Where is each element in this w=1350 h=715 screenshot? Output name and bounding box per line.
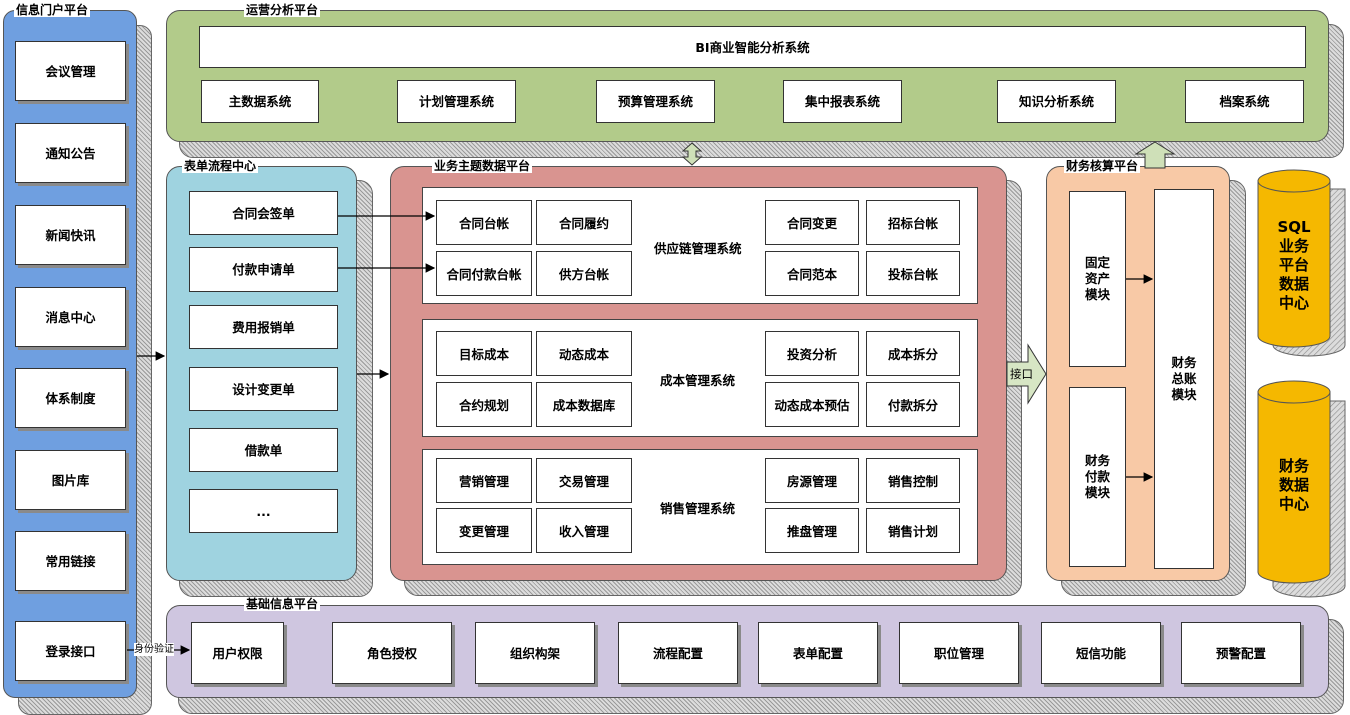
ops-biz-double-arrow [681, 142, 703, 166]
supply-left-cell[interactable]: 合同履约 [536, 200, 632, 245]
supply-left-cell[interactable]: 合同付款台帐 [436, 251, 532, 296]
portal-item[interactable]: 图片库 [15, 450, 126, 510]
cost-right-cell[interactable]: 付款拆分 [866, 382, 960, 427]
supply-left-cell[interactable]: 合同台帐 [436, 200, 532, 245]
cost-right-cell[interactable]: 成本拆分 [866, 331, 960, 376]
sales-left-cell[interactable]: 变更管理 [436, 508, 532, 553]
sales-right-cell[interactable]: 销售控制 [866, 458, 960, 503]
base-config-box[interactable]: 表单配置 [758, 622, 878, 684]
interface-arrow [1006, 343, 1047, 405]
sales-right-cell[interactable]: 房源管理 [765, 458, 859, 503]
finance-payment-module[interactable]: 财务 付款 模块 [1069, 387, 1126, 567]
sql-database-cylinder [1257, 180, 1331, 348]
cost-left-cell[interactable]: 动态成本 [536, 331, 632, 376]
interface-label: 接口 [1010, 367, 1033, 381]
form-item[interactable]: ... [189, 489, 338, 533]
supply-right-cell[interactable]: 合同范本 [765, 251, 859, 296]
portal-item[interactable]: 常用链接 [15, 531, 126, 591]
base-config-box[interactable]: 职位管理 [899, 622, 1019, 684]
base-config-box[interactable]: 组织构架 [475, 622, 595, 684]
bi-system-box[interactable]: BI商业智能分析系统 [199, 26, 1306, 68]
finance-database-cylinder [1257, 391, 1331, 584]
supply-left-cell[interactable]: 供方台帐 [536, 251, 632, 296]
base-config-box[interactable]: 预警配置 [1181, 622, 1301, 684]
base-config-box[interactable]: 用户权限 [191, 622, 284, 684]
form-item[interactable]: 费用报销单 [189, 305, 338, 349]
portal-item[interactable]: 登录接口 [15, 621, 126, 681]
form-item[interactable]: 合同会签单 [189, 191, 338, 235]
form-item[interactable]: 设计变更单 [189, 367, 338, 411]
sales-right-cell[interactable]: 推盘管理 [765, 508, 859, 553]
general-ledger-module[interactable]: 财务 总账 模块 [1154, 189, 1214, 569]
finance-data-center-label: 财务 数据 中心 [1278, 456, 1309, 513]
base-config-box[interactable]: 流程配置 [618, 622, 738, 684]
cost-left-cell[interactable]: 合约规划 [436, 382, 532, 427]
portal-title: 信息门户平台 [14, 3, 91, 17]
biz-title: 业务主题数据平台 [432, 159, 533, 173]
portal-item[interactable]: 消息中心 [15, 287, 126, 347]
sales-left-cell[interactable]: 营销管理 [436, 458, 532, 503]
form-item[interactable]: 付款申请单 [189, 247, 338, 292]
sales-label: 销售管理系统 [660, 501, 736, 516]
cost-right-cell[interactable]: 动态成本预估 [765, 382, 859, 427]
form-item[interactable]: 借款单 [189, 428, 338, 472]
sql-data-center-label: SQL 业务 平台 数据 中心 [1277, 217, 1311, 312]
ops-system-box[interactable]: 计划管理系统 [397, 80, 516, 123]
cost-left-cell[interactable]: 成本数据库 [536, 382, 632, 427]
base-title: 基础信息平台 [244, 597, 321, 611]
supply-right-cell[interactable]: 投标台帐 [866, 251, 960, 296]
supply-chain-label: 供应链管理系统 [654, 241, 742, 256]
ops-system-box[interactable]: 主数据系统 [201, 80, 319, 123]
portal-item[interactable]: 新闻快讯 [15, 205, 126, 265]
form-title: 表单流程中心 [182, 159, 259, 173]
auth-label: 身份验证 [134, 643, 174, 656]
cost-right-cell[interactable]: 投资分析 [765, 331, 859, 376]
ops-system-box[interactable]: 档案系统 [1185, 80, 1304, 123]
ops-system-box[interactable]: 预算管理系统 [596, 80, 715, 123]
cost-left-cell[interactable]: 目标成本 [436, 331, 532, 376]
base-config-box[interactable]: 角色授权 [332, 622, 452, 684]
ops-title: 运营分析平台 [244, 3, 321, 17]
portal-item[interactable]: 通知公告 [15, 123, 126, 183]
base-config-box[interactable]: 短信功能 [1041, 622, 1161, 684]
finance-to-ops-arrow [1134, 141, 1176, 169]
supply-right-cell[interactable]: 招标台帐 [866, 200, 960, 245]
sales-left-cell[interactable]: 交易管理 [536, 458, 632, 503]
ops-system-box[interactable]: 集中报表系统 [783, 80, 902, 123]
portal-item[interactable]: 体系制度 [15, 368, 126, 428]
portal-item[interactable]: 会议管理 [15, 41, 126, 101]
cost-label: 成本管理系统 [660, 373, 736, 388]
sales-right-cell[interactable]: 销售计划 [866, 508, 960, 553]
finance-title: 财务核算平台 [1064, 159, 1141, 173]
ops-system-box[interactable]: 知识分析系统 [997, 80, 1116, 123]
supply-right-cell[interactable]: 合同变更 [765, 200, 859, 245]
fixed-asset-module[interactable]: 固定 资产 模块 [1069, 191, 1126, 367]
sales-left-cell[interactable]: 收入管理 [536, 508, 632, 553]
